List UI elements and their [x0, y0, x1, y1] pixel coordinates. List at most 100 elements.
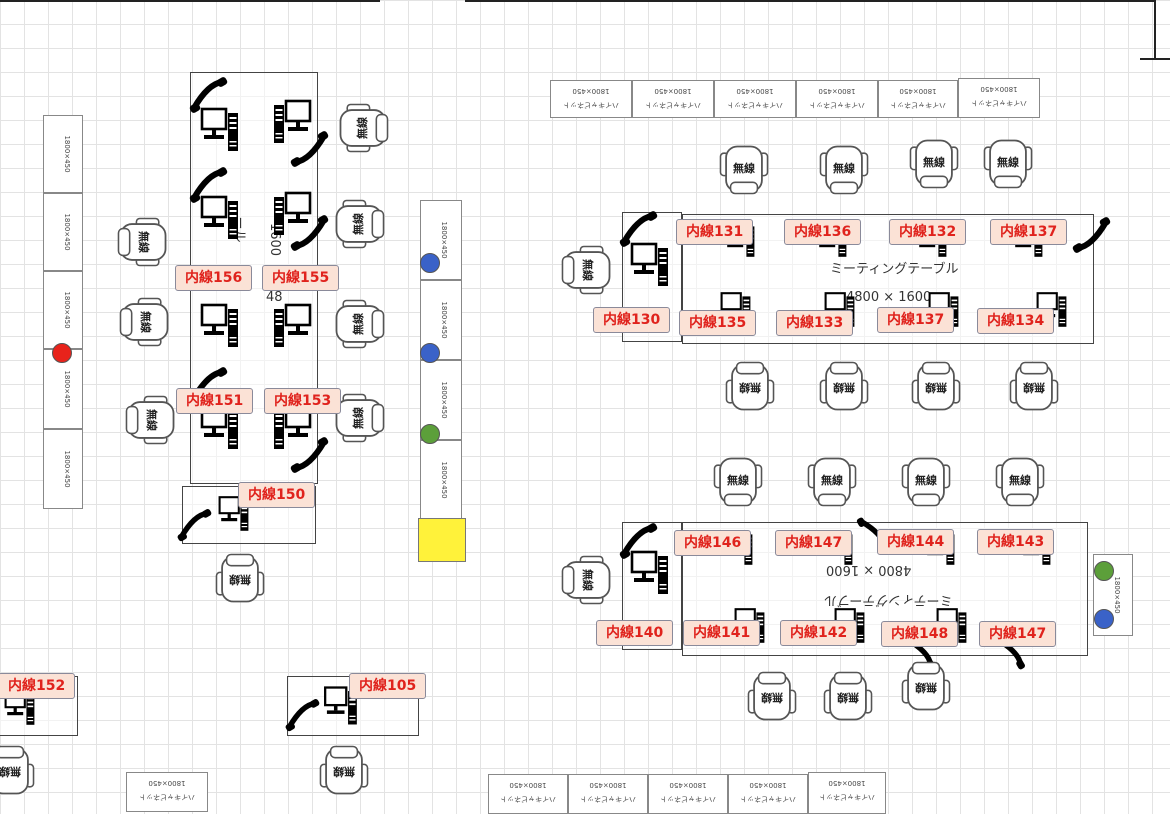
extension-label-135[interactable]: 内線135 [679, 310, 757, 336]
seat-label: 無線 [915, 681, 937, 694]
chair: 無線 [804, 454, 860, 510]
chair: 無線 [898, 658, 954, 714]
extension-label-147[interactable]: 内線147 [775, 530, 853, 556]
seat-label: 無線 [1009, 474, 1031, 487]
chair: 無線 [710, 454, 766, 510]
chair: 無線 [980, 136, 1036, 192]
seat-label: 無線 [833, 162, 855, 175]
seat-label: 無線 [581, 569, 594, 591]
chair: 無線 [820, 668, 876, 724]
extension-label-137-b[interactable]: 内線137 [877, 307, 955, 333]
green-marker [1094, 561, 1114, 581]
extension-label-132[interactable]: 内線132 [889, 219, 967, 245]
seat-label: 無線 [229, 573, 251, 586]
chair: 無線 [332, 196, 388, 252]
red-marker [52, 343, 72, 363]
seat-label: 無線 [333, 765, 355, 778]
blue-marker [1094, 609, 1114, 629]
phone-icon [188, 76, 228, 116]
extension-label-143[interactable]: 内線143 [977, 529, 1055, 555]
desk-dimension: 48 [266, 290, 283, 305]
chair: 無線 [114, 214, 170, 270]
wall-top-left [0, 0, 380, 2]
extension-label-130[interactable]: 内線130 [593, 307, 671, 333]
blue-marker [420, 343, 440, 363]
chair: 無線 [816, 142, 872, 198]
seat-label: 無線 [923, 156, 945, 169]
extension-label-156[interactable]: 内線156 [175, 265, 253, 291]
extension-label-144[interactable]: 内線144 [877, 529, 955, 555]
extension-label-146[interactable]: 内線146 [674, 530, 752, 556]
seat-label: 無線 [352, 407, 365, 429]
phone-icon [188, 166, 228, 206]
extension-label-134[interactable]: 内線134 [977, 308, 1055, 334]
extension-label-148[interactable]: 内線148 [881, 621, 959, 647]
extension-label-142[interactable]: 内線142 [780, 620, 858, 646]
seat-label: 無線 [352, 213, 365, 235]
chair: 無線 [316, 742, 372, 798]
meeting-table-dim: 4800 × 1600 [846, 290, 932, 305]
chair: 無線 [1006, 358, 1062, 414]
extension-label-136[interactable]: 内線136 [784, 219, 862, 245]
phone-icon [290, 212, 330, 252]
seat-label: 無線 [1023, 381, 1045, 394]
seat-label: 無線 [145, 409, 158, 431]
chair: 無線 [744, 668, 800, 724]
phone-icon [1072, 214, 1112, 254]
extension-label-150[interactable]: 内線150 [238, 482, 316, 508]
extension-label-147-b[interactable]: 内線147 [979, 621, 1057, 647]
chair: 無線 [558, 242, 614, 298]
phone-icon [618, 210, 658, 250]
seat-label: 無線 [139, 311, 152, 333]
chair: 無線 [906, 136, 962, 192]
extension-label-140[interactable]: 内線140 [596, 620, 674, 646]
chair: 無線 [212, 550, 268, 606]
seat-label: 無線 [581, 259, 594, 281]
extension-label-153[interactable]: 内線153 [264, 388, 342, 414]
chair: 無線 [122, 392, 178, 448]
chair: 無線 [336, 100, 392, 156]
seat-label: 無線 [739, 381, 761, 394]
seat-label: 無線 [837, 691, 859, 704]
extension-label-131[interactable]: 内線131 [676, 219, 754, 245]
extension-label-155[interactable]: 内線155 [262, 265, 340, 291]
chair: 無線 [908, 358, 964, 414]
chair: 無線 [116, 294, 172, 350]
seat-label: 無線 [356, 117, 369, 139]
seat-label: 無線 [733, 162, 755, 175]
chair: 無線 [898, 454, 954, 510]
phone-icon [176, 508, 212, 544]
green-marker [420, 424, 440, 444]
extension-label-133[interactable]: 内線133 [776, 310, 854, 336]
wall-right-segment [1140, 58, 1170, 60]
chair: 無線 [992, 454, 1048, 510]
yellow-block [418, 518, 466, 562]
chair: 無線 [722, 358, 778, 414]
chair: 無線 [332, 296, 388, 352]
extension-label-137[interactable]: 内線137 [990, 219, 1068, 245]
extension-label-105[interactable]: 内線105 [349, 673, 427, 699]
chair: 無線 [816, 358, 872, 414]
phone-icon [618, 522, 658, 562]
phone-icon [290, 128, 330, 168]
extension-label-151[interactable]: 内線151 [176, 388, 254, 414]
pc-icon [272, 296, 312, 356]
extension-label-141[interactable]: 内線141 [683, 620, 761, 646]
seat-label: 無線 [0, 765, 21, 778]
wall-right [1154, 0, 1156, 60]
extension-label-152[interactable]: 内線152 [0, 673, 76, 699]
seat-label: 無線 [821, 474, 843, 487]
